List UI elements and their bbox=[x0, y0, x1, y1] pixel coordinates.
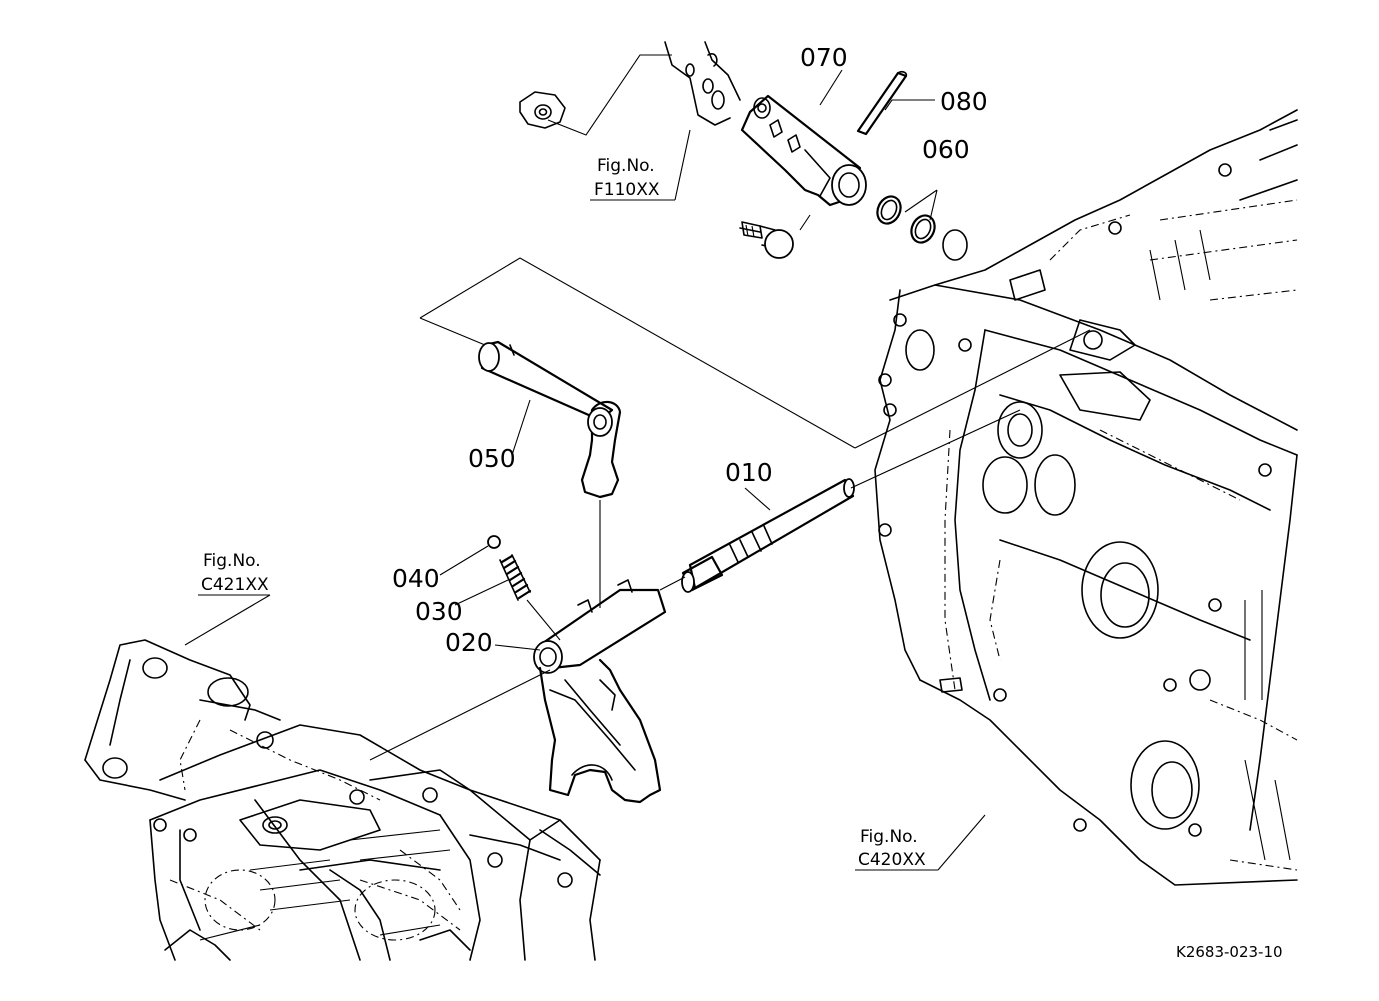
ref-c420-line1: Fig.No. bbox=[860, 827, 918, 847]
pin-bolt bbox=[739, 221, 794, 259]
label-part-070: 070 bbox=[800, 43, 848, 72]
part-030-spring bbox=[499, 554, 532, 601]
label-part-030: 030 bbox=[415, 597, 463, 626]
part-020-shift-fork bbox=[533, 579, 667, 804]
part-070-shaft-arm bbox=[740, 94, 867, 207]
ref-c421-line1: Fig.No. bbox=[203, 551, 261, 571]
lever-bracket bbox=[664, 41, 741, 126]
label-part-010: 010 bbox=[725, 458, 773, 487]
ref-c420-line2: C420XX bbox=[858, 850, 926, 870]
label-part-050: 050 bbox=[468, 444, 516, 473]
part-040-ball bbox=[487, 535, 501, 549]
leader-lines bbox=[184, 69, 1091, 871]
leader-nut-to-bracket bbox=[547, 54, 672, 136]
label-part-020: 020 bbox=[445, 628, 493, 657]
label-part-040: 040 bbox=[392, 564, 440, 593]
part-060-o-rings bbox=[876, 195, 936, 244]
label-part-080: 080 bbox=[940, 87, 988, 116]
drawing-code: K2683-023-10 bbox=[1176, 943, 1283, 961]
label-underlines bbox=[198, 199, 938, 871]
transmission-case-right bbox=[874, 109, 1298, 886]
ref-f110-line1: Fig.No. bbox=[597, 156, 655, 176]
part-050-shift-arm bbox=[478, 340, 622, 499]
ref-c421-line2: C421XX bbox=[201, 575, 269, 595]
transmission-case-left bbox=[84, 639, 601, 961]
ref-f110-line2: F110XX bbox=[594, 180, 660, 200]
part-010-shift-rod bbox=[681, 478, 855, 593]
part-080-pin bbox=[856, 70, 908, 136]
nut bbox=[519, 91, 566, 129]
label-part-060: 060 bbox=[922, 135, 970, 164]
